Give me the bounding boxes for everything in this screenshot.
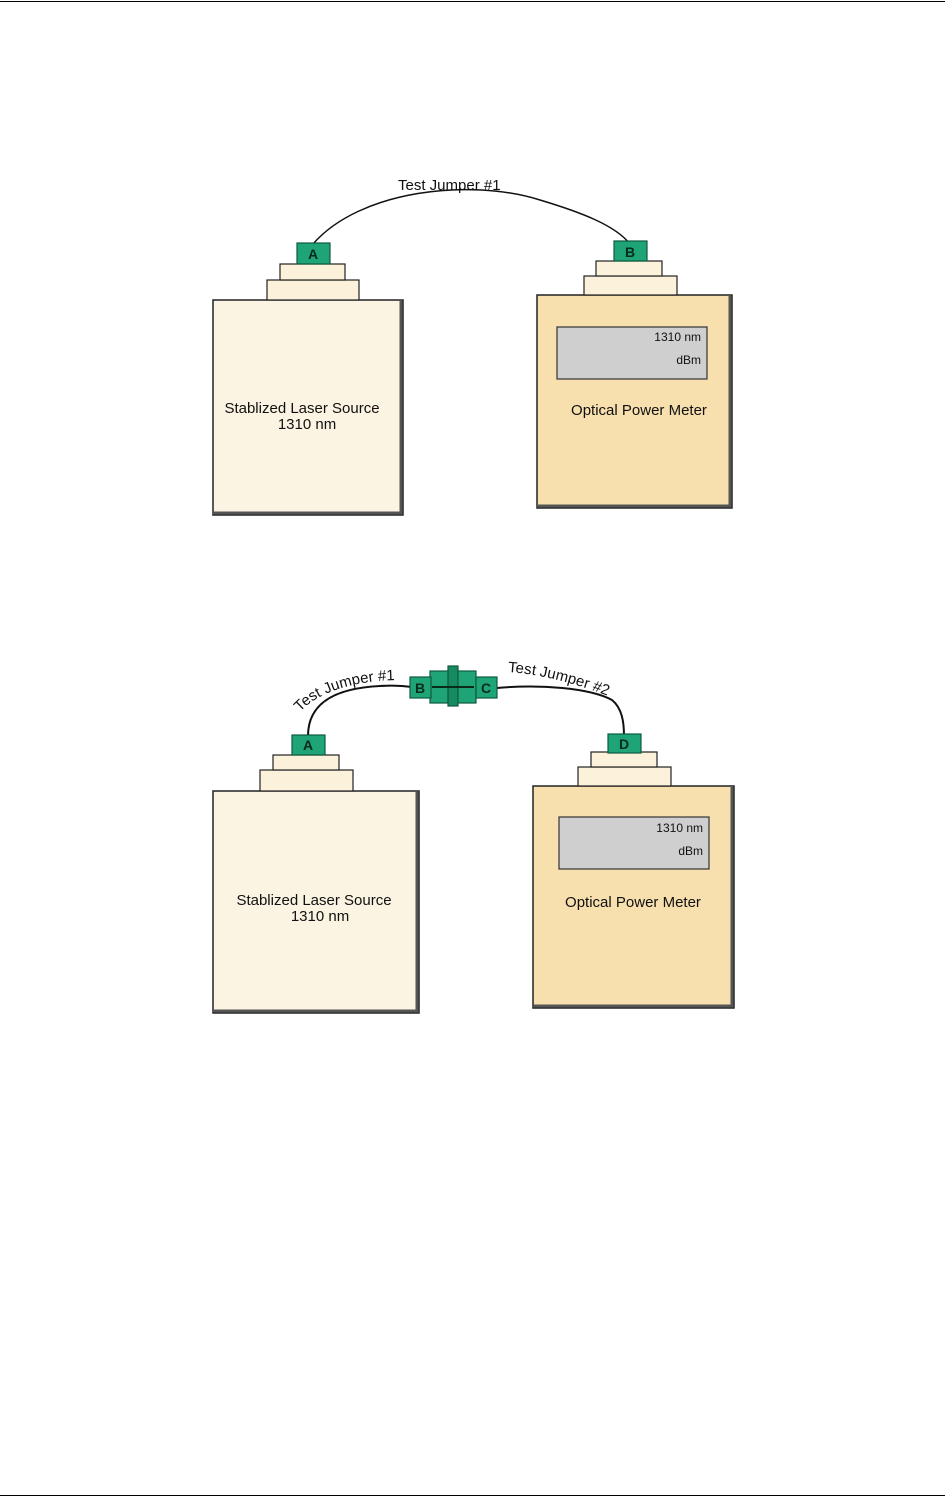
display-unit: dBm <box>676 353 701 367</box>
laser-source-wavelength: 1310 nm <box>291 908 349 925</box>
laser-port-collar <box>273 755 339 770</box>
power-meter-name: Optical Power Meter <box>565 894 701 911</box>
meter-port-base <box>578 767 671 786</box>
display-wavelength: 1310 nm <box>654 330 701 344</box>
power-meter-2: D 1310 nm dBm Optical Power Meter <box>533 734 734 1008</box>
laser-source-name: Stablized Laser Source <box>224 400 379 417</box>
connector-b-label: B <box>625 244 635 260</box>
laser-source-wavelength: 1310 nm <box>278 416 336 433</box>
display-wavelength: 1310 nm <box>656 821 703 835</box>
connector-a-label: A <box>303 737 313 753</box>
test-jumper-1-label: Test Jumper #1 <box>398 177 501 194</box>
connector-c-label: C <box>481 680 491 696</box>
connector-d-label: D <box>619 736 629 752</box>
meter-port-base <box>584 276 677 295</box>
test-jumper-1-cable <box>313 190 630 244</box>
laser-port-collar <box>280 264 345 280</box>
laser-port-base <box>267 280 359 300</box>
laser-source-1: A Stablized Laser Source 1310 nm <box>213 243 403 515</box>
laser-source-2: A Stablized Laser Source 1310 nm <box>213 735 419 1013</box>
test-jumper-1-label: Test Jumper #1 <box>291 667 395 715</box>
figure-2: Test Jumper #1 Test Jumper #2 B C A Stab… <box>213 659 734 1013</box>
mating-adapter: B C <box>410 666 497 706</box>
display-unit: dBm <box>678 844 703 858</box>
meter-port-collar <box>596 261 662 276</box>
laser-port-base <box>260 770 353 791</box>
figure-1: Test Jumper #1 A Stablized Laser Source … <box>213 177 732 515</box>
connector-a-label: A <box>308 246 318 262</box>
power-meter-1: B 1310 nm dBm Optical Power Meter <box>537 241 732 508</box>
test-jumper-2-label: Test Jumper #2 <box>508 659 612 699</box>
connector-b-label: B <box>415 680 425 696</box>
meter-port-collar <box>591 752 657 767</box>
power-meter-name: Optical Power Meter <box>571 402 707 419</box>
laser-source-name: Stablized Laser Source <box>236 892 391 909</box>
